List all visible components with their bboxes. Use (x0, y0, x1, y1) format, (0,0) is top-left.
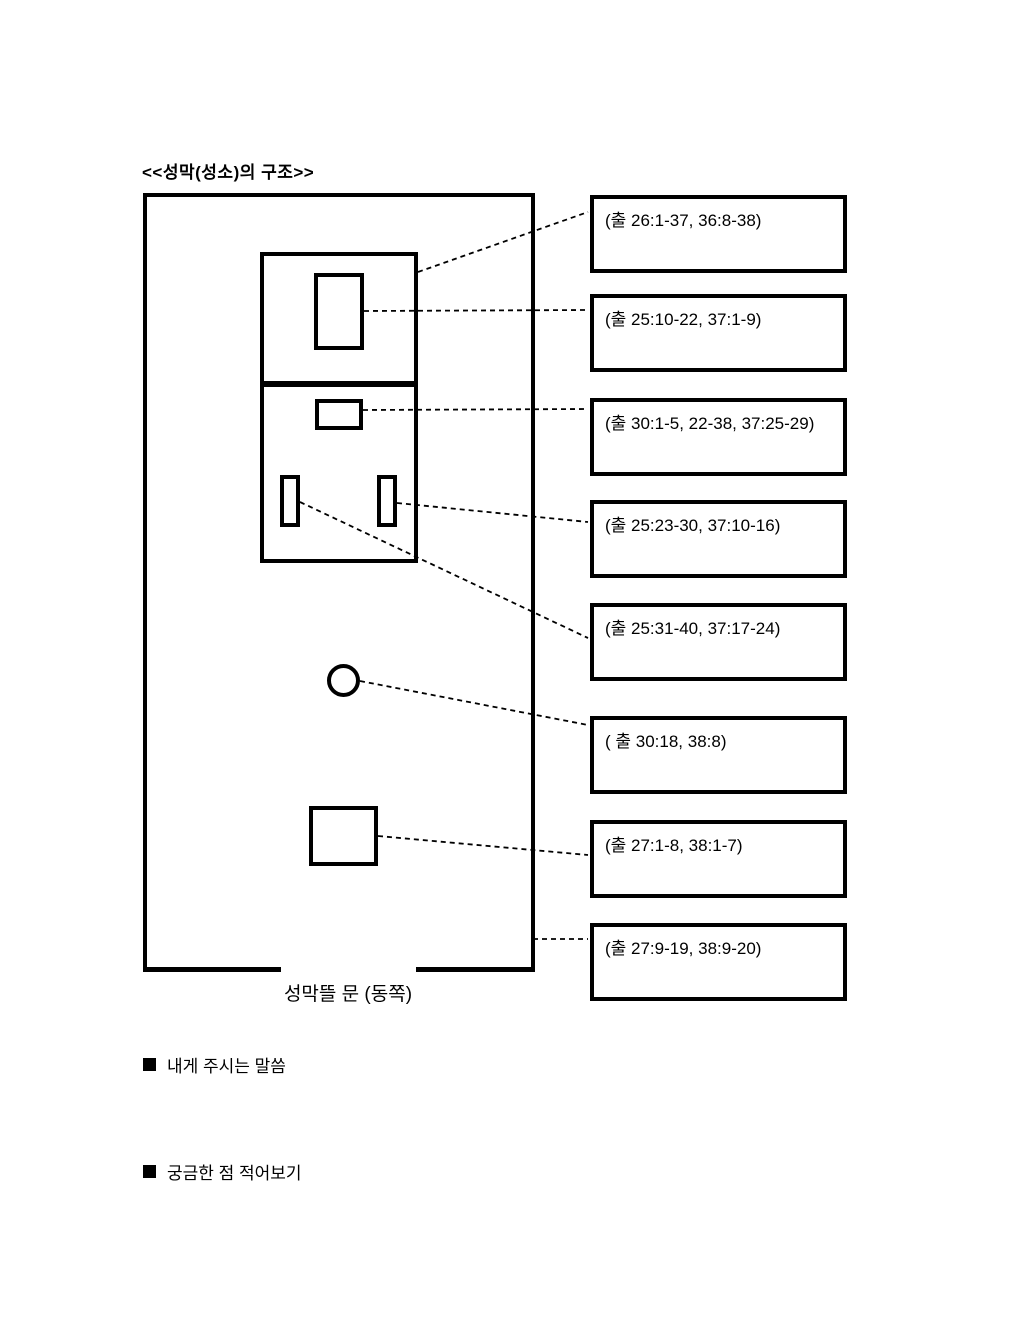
reference-box-burnt-offering-altar: (출 27:1-8, 38:1-7) (590, 820, 847, 898)
page-title: <<성막(성소)의 구조>> (142, 163, 315, 182)
bullet-square-icon (143, 1058, 156, 1071)
reference-box-lampstand: (출 25:31-40, 37:17-24) (590, 603, 847, 681)
note-prompt-2: 궁금한 점 적어보기 (143, 1159, 302, 1184)
courtyard-bottom-border-right (416, 967, 535, 972)
reference-box-tent: (출 26:1-37, 36:8-38) (590, 195, 847, 273)
gate-label: 성막뜰 문 (동쪽) (283, 984, 413, 1005)
reference-text: (출 25:31-40, 37:17-24) (605, 619, 781, 638)
note-prompt-label: 궁금한 점 적어보기 (167, 1164, 302, 1183)
reference-box-laver: ( 출 30:18, 38:8) (590, 716, 847, 794)
reference-text: (출 26:1-37, 36:8-38) (605, 211, 762, 230)
courtyard-bottom-border-left (143, 967, 281, 972)
reference-text: (출 25:10-22, 37:1-9) (605, 310, 762, 329)
reference-text: (출 30:1-5, 22-38, 37:25-29) (605, 414, 815, 433)
reference-box-courtyard: (출 27:9-19, 38:9-20) (590, 923, 847, 1001)
lampstand-shape (280, 475, 300, 527)
note-prompt-1: 내게 주시는 말씀 (143, 1052, 286, 1077)
reference-text: (출 25:23-30, 37:10-16) (605, 516, 781, 535)
reference-box-ark: (출 25:10-22, 37:1-9) (590, 294, 847, 372)
laver-circle (327, 664, 360, 697)
tent-room-divider (260, 381, 418, 387)
reference-text: (출 27:9-19, 38:9-20) (605, 939, 762, 958)
bullet-square-icon (143, 1165, 156, 1178)
reference-box-incense-altar: (출 30:1-5, 22-38, 37:25-29) (590, 398, 847, 476)
reference-box-table: (출 25:23-30, 37:10-16) (590, 500, 847, 578)
incense-altar-shape (315, 399, 363, 430)
reference-text: (출 27:1-8, 38:1-7) (605, 836, 743, 855)
burnt-offering-altar-shape (309, 806, 378, 866)
note-prompt-label: 내게 주시는 말씀 (167, 1057, 286, 1076)
table-shape (377, 475, 397, 527)
ark-shape (314, 273, 364, 350)
reference-text: ( 출 30:18, 38:8) (605, 732, 727, 751)
